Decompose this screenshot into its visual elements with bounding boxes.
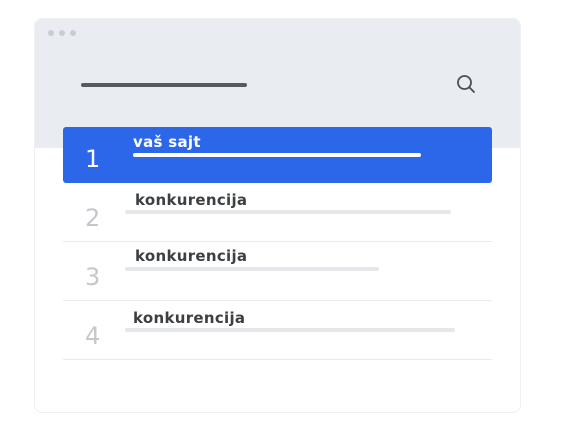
result-rank: 1: [85, 145, 101, 173]
result-title[interactable]: vaš sajt: [133, 133, 201, 151]
result-title[interactable]: konkurencija: [135, 247, 248, 265]
result-title[interactable]: konkurencija: [133, 309, 246, 327]
result-url-line: [133, 153, 421, 157]
window-minimize-dot[interactable]: [59, 30, 65, 36]
browser-window: 1 vaš sajt 2 konkurencija 3 konkurencija…: [34, 18, 521, 413]
result-row-your-site[interactable]: 1 vaš sajt: [63, 127, 492, 183]
result-url-line: [125, 328, 455, 332]
search-button[interactable]: [455, 73, 477, 95]
search-icon: [457, 75, 475, 93]
result-rank: 4: [85, 322, 101, 350]
window-maximize-dot[interactable]: [70, 30, 76, 36]
result-rank: 3: [85, 263, 101, 291]
result-row-competitor[interactable]: 3 konkurencija: [63, 243, 492, 301]
result-title[interactable]: konkurencija: [135, 191, 248, 209]
result-url-line: [125, 210, 451, 214]
window-close-dot[interactable]: [48, 30, 54, 36]
browser-toolbar: [35, 19, 520, 148]
result-row-competitor[interactable]: 2 konkurencija: [63, 184, 492, 242]
result-rank: 2: [85, 204, 101, 232]
result-row-competitor[interactable]: 4 konkurencija: [63, 302, 492, 360]
address-bar[interactable]: [81, 83, 247, 87]
result-url-line: [125, 267, 379, 271]
